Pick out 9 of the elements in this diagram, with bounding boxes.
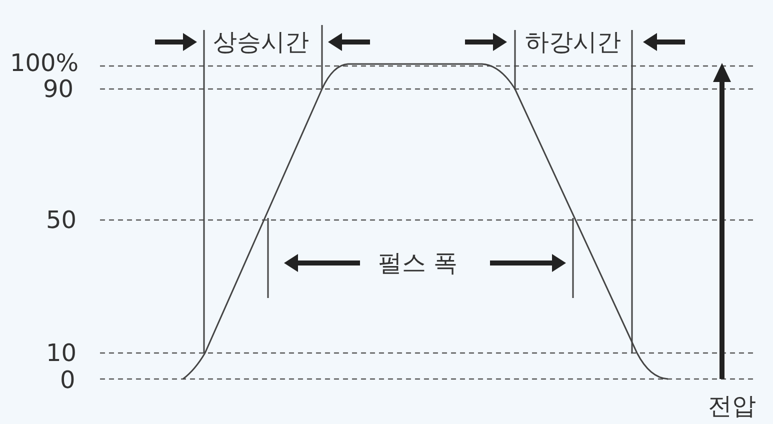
axis-tick-label: 100%	[10, 50, 79, 76]
dimension-label: 상승시간	[213, 29, 309, 55]
axis-tick-label: 0	[60, 367, 76, 393]
dimension-label: 하강시간	[525, 29, 621, 55]
axis-tick-label: 10	[46, 340, 77, 366]
axis-tick-label: 90	[43, 76, 74, 102]
axis-label: 전압	[708, 393, 756, 419]
dimension-label: 펄스 폭	[378, 250, 458, 276]
axis-tick-label: 50	[46, 207, 77, 233]
